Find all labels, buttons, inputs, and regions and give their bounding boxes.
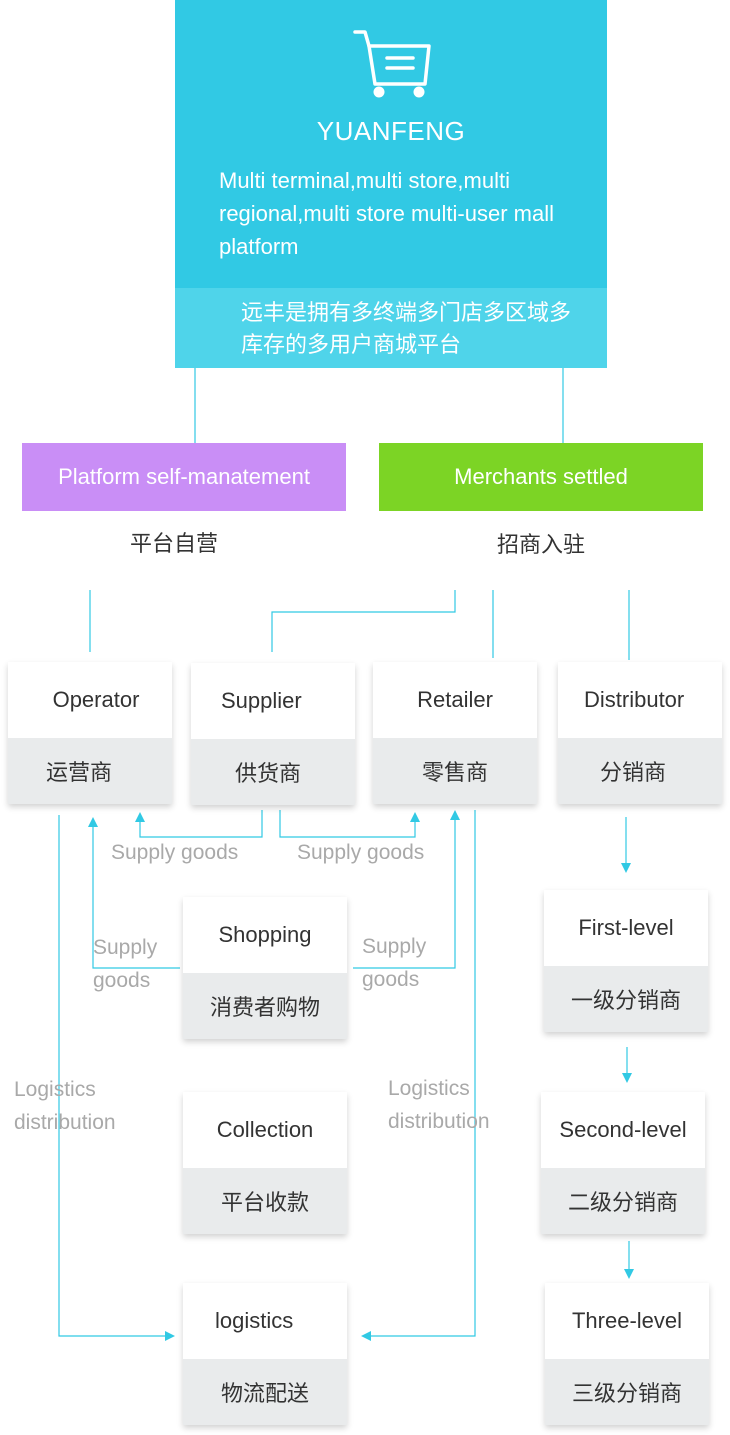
description-english: Multi terminal,multi store,multi regiona… — [219, 168, 554, 259]
card-subtitle: 运营商 — [8, 738, 172, 804]
label-goods-left: goods — [93, 969, 151, 992]
label-supply-goods-right: Supply goods — [297, 841, 425, 864]
card-subtitle: 一级分销商 — [544, 966, 708, 1032]
card-logistics: logistics 物流配送 — [183, 1283, 347, 1425]
card-title: Distributor — [584, 687, 685, 712]
card-title: Second-level — [559, 1117, 687, 1142]
category-merchants-settled: Merchants settled — [379, 443, 703, 511]
card-distributor: Distributor 分销商 — [558, 662, 722, 804]
card-title: Shopping — [218, 922, 312, 947]
card-third-level: Three-level 三级分销商 — [545, 1283, 709, 1425]
card-subtitle: 平台收款 — [183, 1168, 347, 1234]
card-supplier: Supplier 供货商 — [191, 663, 355, 805]
label-goods-right: goods — [362, 968, 420, 991]
card-shopping: Shopping 消费者购物 — [183, 897, 347, 1039]
brand-name: YUANFENG — [316, 116, 466, 146]
card-second-level: Second-level 二级分销商 — [541, 1092, 705, 1234]
card-subtitle: 三级分销商 — [545, 1359, 709, 1425]
label-supply-right: Supply — [362, 935, 427, 958]
description-chinese: 远丰是拥有多终端多门店多区域多库存的多用户商城平台 — [241, 301, 572, 358]
card-first-level: First-level 一级分销商 — [544, 890, 708, 1032]
card-title: Three-level — [571, 1308, 683, 1333]
category-self-management-zh: 平台自营 — [129, 532, 218, 557]
label-logistics-right: Logistics — [388, 1077, 470, 1100]
shopping-cart-icon — [353, 30, 431, 98]
label-supply-left: Supply — [93, 936, 158, 959]
card-title: Operator — [52, 687, 140, 712]
card-subtitle: 供货商 — [191, 739, 355, 805]
card-title: Collection — [216, 1117, 314, 1142]
category-merchants-settled-zh: 招商入驻 — [496, 533, 585, 558]
card-subtitle: 分销商 — [558, 738, 722, 804]
card-subtitle: 零售商 — [373, 738, 537, 804]
card-title: Supplier — [221, 688, 302, 713]
header-sub-panel: 远丰是拥有多终端多门店多区域多库存的多用户商城平台 — [175, 288, 607, 368]
header-main-panel: YUANFENG Multi terminal,multi store,mult… — [175, 0, 607, 288]
platform-header: YUANFENG Multi terminal,multi store,mult… — [175, 0, 607, 368]
card-subtitle: 消费者购物 — [183, 973, 347, 1039]
label-distribution-left: distribution — [14, 1111, 116, 1134]
card-title: First-level — [578, 915, 674, 940]
label-logistics-left: Logistics — [14, 1078, 96, 1101]
card-subtitle: 物流配送 — [183, 1359, 347, 1425]
card-collection: Collection 平台收款 — [183, 1092, 347, 1234]
category-self-management: Platform self-manatement — [22, 443, 346, 511]
card-title: Retailer — [417, 687, 493, 712]
label-supply-goods-left: Supply goods — [111, 841, 239, 864]
card-retailer: Retailer 零售商 — [373, 662, 537, 804]
card-operator: Operator 运营商 — [8, 662, 172, 804]
label-distribution-right: distribution — [388, 1110, 490, 1133]
card-subtitle: 二级分销商 — [541, 1168, 705, 1234]
card-title: logistics — [215, 1308, 294, 1333]
